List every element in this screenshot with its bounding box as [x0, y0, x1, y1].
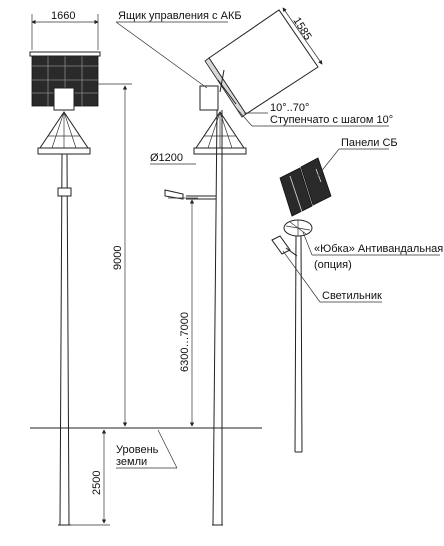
- svg-text:Ящик управления с АКБ: Ящик управления с АКБ: [118, 10, 242, 22]
- skirt-iso: [283, 219, 313, 237]
- pole-isometric-view: Панели СБ «Юбка» Антивандальная (опция) …: [271, 137, 443, 453]
- battery-box-front: [53, 87, 75, 111]
- svg-text:Ступенчато с шагом 10°: Ступенчато с шагом 10°: [270, 114, 393, 126]
- skirt-front: [37, 111, 91, 155]
- label-skirt: «Юбка» Антивандальная (опция): [302, 231, 443, 271]
- skirt-side: [193, 111, 247, 155]
- label-tilt: 10°..70° Ступенчато с шагом 10°: [235, 102, 393, 127]
- battery-box-side: [199, 85, 219, 111]
- svg-text:10°..70°: 10°..70°: [270, 102, 309, 114]
- label-battery-box: Ящик управления с АКБ: [115, 10, 242, 89]
- dim-underground-depth: 2500: [91, 471, 103, 495]
- svg-text:Уровень: Уровень: [116, 444, 159, 456]
- pole-shaft-iso: [294, 235, 303, 453]
- label-luminaire: Светильник: [282, 250, 382, 303]
- solar-panels-iso: [279, 157, 332, 217]
- pole-shaft-side: [212, 109, 223, 526]
- solar-panel-front: [29, 51, 101, 107]
- svg-text:земли: земли: [116, 456, 147, 468]
- luminaire-iso: [271, 235, 298, 257]
- dim-skirt-diameter: Ø1200: [150, 152, 183, 164]
- dim-panel-width: 1660: [51, 10, 75, 22]
- dim-lamp-height: 6300…7000: [179, 312, 191, 372]
- luminaire-side: [164, 189, 216, 200]
- svg-text:Панели СБ: Панели СБ: [341, 137, 398, 149]
- pole-front-view: 1660: [29, 10, 178, 526]
- pole-side-view: 1585 Ø1200: [115, 7, 393, 526]
- pole-shaft-front: [57, 153, 72, 526]
- svg-text:(опция): (опция): [314, 259, 352, 271]
- label-solar-panels: Панели СБ: [315, 137, 398, 179]
- ground-label: Уровень земли: [116, 429, 178, 469]
- dim-total-height: 9000: [112, 246, 124, 270]
- svg-text:«Юбка» Антивандальная: «Юбка» Антивандальная: [314, 243, 443, 255]
- svg-text:Светильник: Светильник: [322, 290, 382, 302]
